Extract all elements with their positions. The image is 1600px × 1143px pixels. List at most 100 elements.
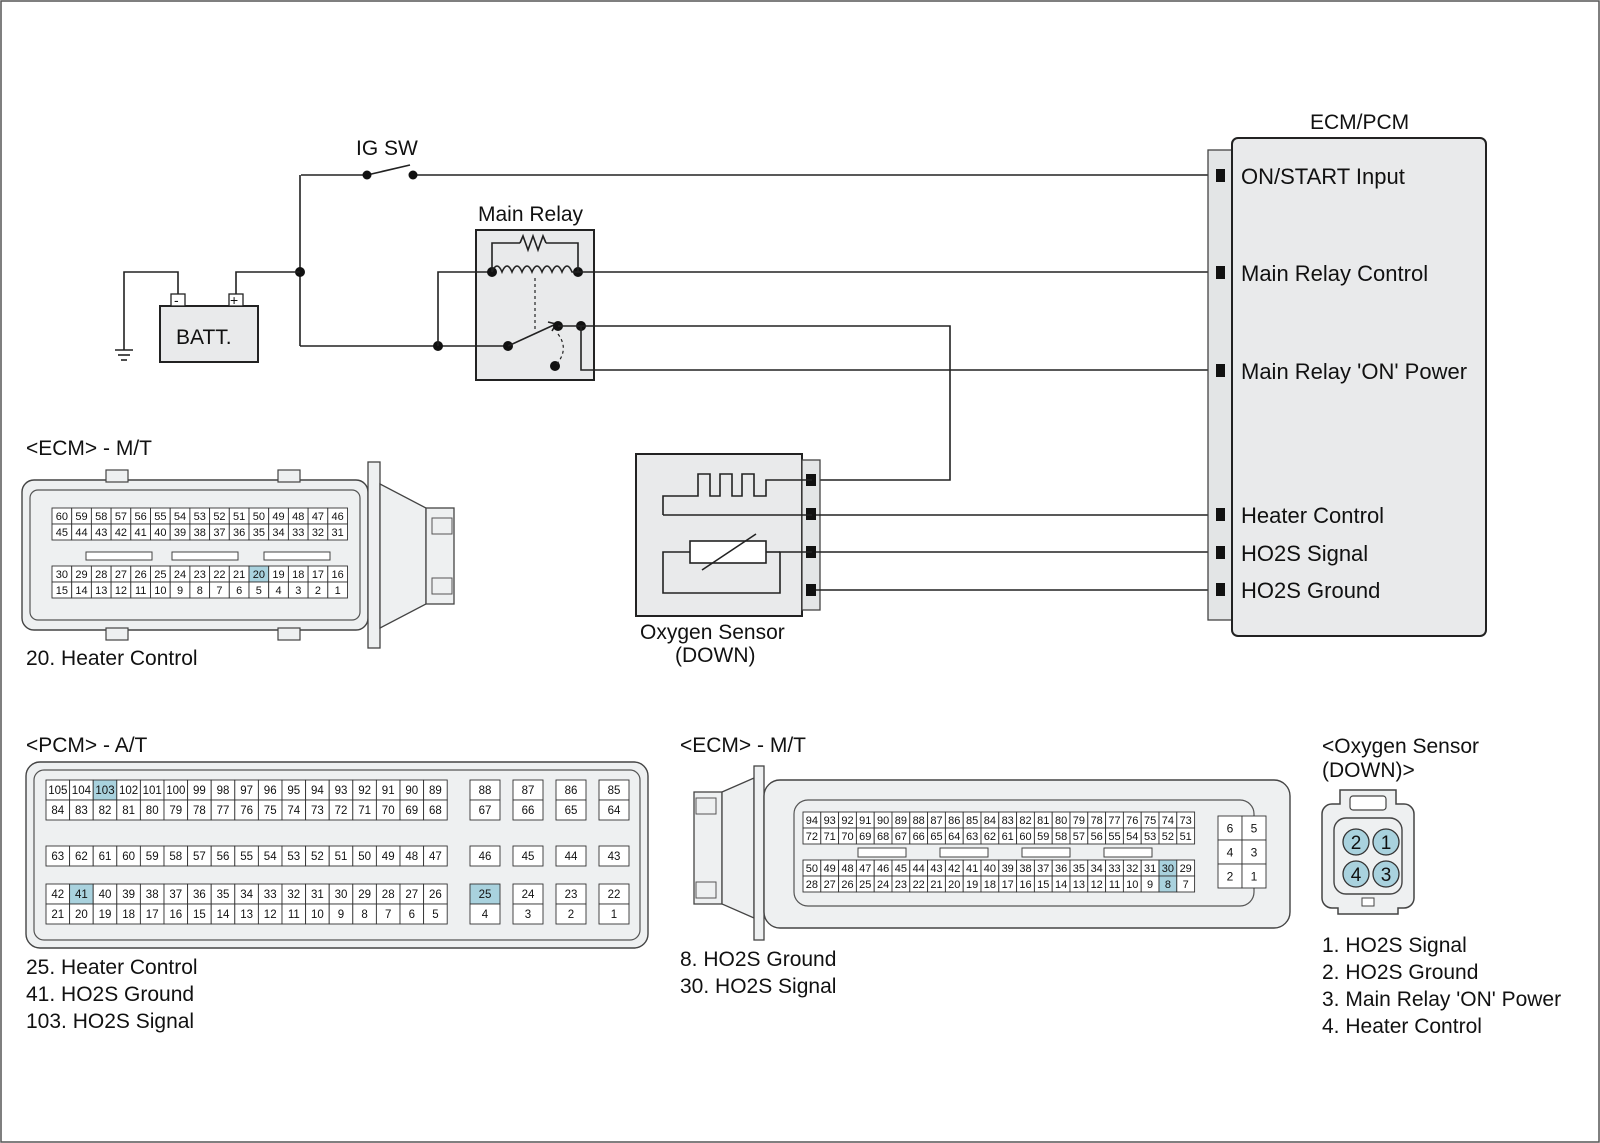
pin-cell — [1176, 875, 1196, 893]
pin-number: 21 — [51, 909, 64, 921]
pin-number: 25 — [154, 569, 166, 581]
o2-pin-number: 2 — [1351, 833, 1362, 854]
pin-number: 67 — [895, 831, 907, 843]
pin-number: 83 — [75, 805, 88, 817]
pin-number: 34 — [272, 527, 284, 539]
pin-number: 41 — [135, 527, 147, 539]
ecm-pin-heater-control: Heater Control — [1241, 503, 1384, 528]
pin-number: 72 — [806, 831, 818, 843]
o2-pin-number: 1 — [1381, 833, 1392, 854]
pin-number: 61 — [99, 851, 112, 863]
pin-number: 31 — [1144, 863, 1156, 875]
pin-number: 30 — [1162, 863, 1174, 875]
pin-number: 65 — [930, 831, 942, 843]
pin-number: 32 — [287, 889, 300, 901]
pin-cell — [598, 845, 630, 867]
pin-number: 35 — [217, 889, 230, 901]
pin-number: 45 — [522, 851, 535, 863]
pin-number: 39 — [122, 889, 135, 901]
pin-number: 51 — [233, 511, 245, 523]
o2-connector-subtitle: (DOWN)> — [1322, 759, 1415, 782]
pin-number: 104 — [72, 785, 92, 797]
pin-cell — [555, 903, 587, 925]
pin-number: 38 — [146, 889, 159, 901]
pin-number: 79 — [169, 805, 182, 817]
pin-number: 30 — [56, 569, 68, 581]
pin-number: 49 — [272, 511, 284, 523]
pin-number: 60 — [122, 851, 135, 863]
pin-number: 58 — [95, 511, 107, 523]
pin-number: 2 — [315, 585, 321, 597]
pin-number: 48 — [841, 863, 853, 875]
pin-number: 5 — [1251, 821, 1258, 835]
pin-number: 50 — [806, 863, 818, 875]
pin-number: 31 — [311, 889, 324, 901]
pin-number: 48 — [292, 511, 304, 523]
o2-pin-number: 4 — [1351, 865, 1362, 886]
oxygen-sensor-sublabel: (DOWN) — [675, 644, 755, 667]
pin-number: 74 — [1162, 815, 1174, 827]
pin-number: 41 — [75, 889, 88, 901]
pin-number: 50 — [253, 511, 265, 523]
pin-number: 1 — [1251, 869, 1258, 883]
pin-number: 40 — [984, 863, 996, 875]
pin-number: 78 — [193, 805, 206, 817]
pin-number: 37 — [1037, 863, 1049, 875]
pin-number: 16 — [169, 909, 182, 921]
pin-number: 3 — [1251, 845, 1258, 859]
pin-number: 85 — [608, 785, 621, 797]
pin-number: 94 — [311, 785, 324, 797]
battery-label: BATT. — [176, 326, 232, 349]
pin-number: 50 — [358, 851, 371, 863]
pin-number: 17 — [146, 909, 159, 921]
pin-number: 94 — [806, 815, 818, 827]
pin-number: 12 — [264, 909, 277, 921]
pin-number: 85 — [966, 815, 978, 827]
o2-pin-number: 3 — [1381, 865, 1392, 886]
pin-number: 4 — [275, 585, 281, 597]
pcm-at-legend-item: 25. Heater Control — [26, 956, 198, 979]
pin-number: 7 — [1183, 879, 1189, 891]
pin-number: 22 — [913, 879, 925, 891]
pin-number: 12 — [1091, 879, 1103, 891]
o2-pin — [1342, 828, 1370, 856]
ecm-pcm-module: ECM/PCM ON/START Input Main Relay Contro… — [1207, 111, 1487, 637]
pin-number: 52 — [1162, 831, 1174, 843]
pin-number: 8 — [361, 909, 367, 921]
pin-number: 65 — [565, 805, 578, 817]
pin-number: 24 — [174, 569, 186, 581]
pin-number: 90 — [405, 785, 418, 797]
pin-number: 44 — [913, 863, 925, 875]
pin-number: 80 — [1055, 815, 1067, 827]
pin-cell — [469, 799, 501, 821]
pin-number: 18 — [122, 909, 135, 921]
pin-number: 12 — [115, 585, 127, 597]
pin-number: 81 — [1037, 815, 1049, 827]
pin-number: 37 — [169, 889, 182, 901]
pin-number: 9 — [177, 585, 183, 597]
pin-number: 81 — [122, 805, 135, 817]
pin-number: 40 — [154, 527, 166, 539]
battery-minus: - — [174, 292, 179, 308]
pin-number: 24 — [522, 889, 535, 901]
pin-number: 25 — [859, 879, 871, 891]
pin-number: 71 — [358, 805, 371, 817]
o2-legend-item: 2. HO2S Ground — [1322, 961, 1478, 984]
pin-cell — [423, 845, 448, 867]
pin-number: 21 — [930, 879, 942, 891]
pin-number: 24 — [877, 879, 889, 891]
pin-cell — [555, 845, 587, 867]
pin-cell — [598, 903, 630, 925]
pin-number: 73 — [1180, 815, 1192, 827]
pin-number: 84 — [51, 805, 64, 817]
pin-number: 3 — [525, 909, 531, 921]
pin-number: 9 — [1147, 879, 1153, 891]
pin-number: 23 — [194, 569, 206, 581]
pin-number: 58 — [169, 851, 182, 863]
ecm-mt-2-title: <ECM> - M/T — [680, 734, 806, 757]
